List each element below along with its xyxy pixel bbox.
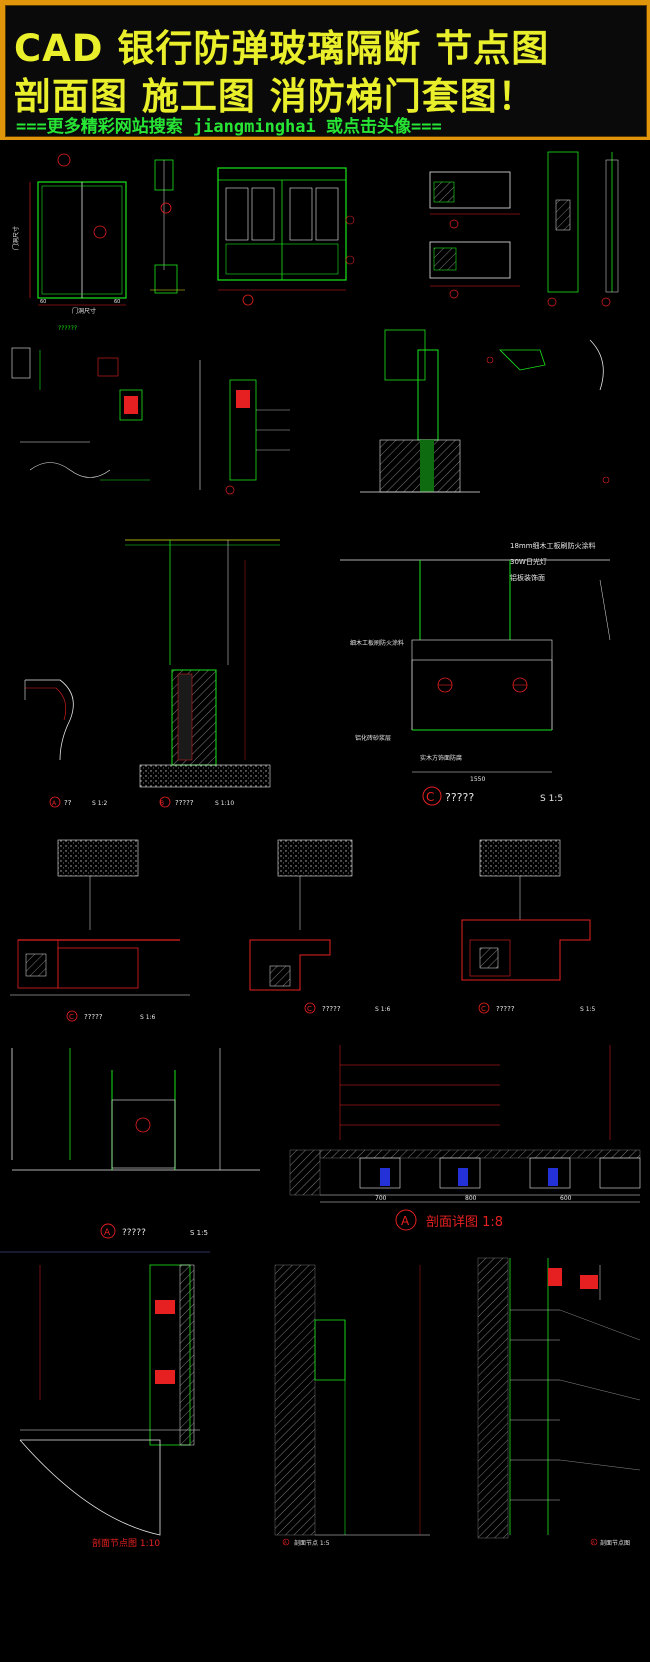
panel-a-scale: S 1:5 — [190, 1229, 208, 1237]
counter-section-left: C ????? S 1:6 — [10, 839, 190, 1022]
counter-right-marker: C — [481, 1005, 486, 1013]
panel-c-elevation: 18mm细木工板刷防火涂料 30W日光灯 铝板装饰面 细木工板刷防火涂料 铝化砖… — [340, 541, 611, 806]
counter-section-mid: C ????? S 1:6 — [249, 839, 391, 1014]
title-banner: CAD 银行防弹玻璃隔断 节点图 剖面图 施工图 消防梯门套图！ ===更多精彩… — [0, 0, 650, 140]
counter-right-title: ????? — [496, 1005, 515, 1013]
counter-mid-scale: S 1:6 — [375, 1006, 391, 1013]
panel-c-note-3: 铝板装饰面 — [510, 573, 545, 582]
bottom-left-title: 剖面节点图 1:10 — [92, 1537, 160, 1549]
panel-c-note-5: 铝化砖砂浆层 — [355, 734, 391, 742]
promo-line: ===更多精彩网站搜索 jiangminghai 或点击头像=== — [16, 117, 442, 137]
counter-right-scale: S 1:5 — [580, 1006, 596, 1013]
section-detail-title: 剖面详图 1:8 — [426, 1215, 503, 1230]
section-dim-3: 600 — [560, 1195, 572, 1202]
detail-b-section: B ????? S 1:10 — [125, 539, 280, 808]
door-width-label: 门洞尺寸 — [72, 307, 96, 315]
bottom-right-marker: A — [592, 1540, 595, 1545]
door-caption: ?????? — [58, 325, 77, 332]
bottom-mid-section: A 剖面节点 1:5 — [274, 1264, 430, 1547]
panel-c-note-4: 细木工板刷防火涂料 — [350, 639, 404, 647]
door-height-label: 门洞尺寸 — [12, 226, 20, 250]
detail-a-scale: S 1:2 — [92, 800, 108, 807]
panel-c-bottom-dim: 1550 — [470, 776, 485, 783]
title-line-2: 剖面图 施工图 消防梯门套图！ — [14, 75, 536, 118]
section-dim-2: 800 — [465, 1195, 477, 1202]
wall-section-detail — [199, 360, 290, 495]
door-dim-2: 60 — [114, 299, 120, 305]
bottom-right-title: 剖面节点图 — [600, 1539, 630, 1547]
counter-left-title: ????? — [84, 1013, 103, 1021]
cabinet-elevation — [217, 167, 355, 306]
hinge-detail — [150, 159, 185, 294]
title-banner-inner: CAD 银行防弹玻璃隔断 节点图 剖面图 施工图 消防梯门套图！ ===更多精彩… — [5, 5, 647, 137]
panel-c-note-2: 30W日光灯 — [510, 557, 547, 566]
section-dim-1: 700 — [375, 1195, 387, 1202]
panel-a-marker: A — [104, 1228, 111, 1238]
door-elevation: 门洞尺寸 门洞尺寸 ?????? 60 60 — [12, 153, 127, 332]
panel-c-scale: S 1:5 — [540, 794, 563, 804]
panel-c-note-1: 18mm细木工板刷防火涂料 — [510, 541, 596, 550]
counter-mid-marker: C — [307, 1005, 312, 1013]
bottom-left-section: 剖面节点图 1:10 — [0, 1251, 210, 1549]
detail-b-title: ????? — [175, 799, 194, 807]
small-details-row2 — [11, 347, 150, 481]
counter-mid-title: ????? — [322, 1005, 341, 1013]
detail-b-marker: B — [160, 800, 164, 807]
bottom-mid-marker: A — [284, 1540, 287, 1545]
panel-c-note-6: 实木方饰面防腐 — [420, 754, 462, 762]
counter-section-right: C ????? S 1:5 — [461, 839, 596, 1014]
detail-a-title: ?? — [64, 799, 72, 807]
panel-a-elevation: A ????? S 1:5 — [11, 1048, 260, 1239]
detail-a-marker: A — [52, 800, 57, 807]
bottom-mid-title: 剖面节点 1:5 — [294, 1539, 330, 1547]
panel-c-title: ????? — [445, 791, 474, 804]
detail-b-scale: S 1:10 — [215, 800, 234, 807]
title-line-1: CAD 银行防弹玻璃隔断 节点图 — [14, 27, 550, 70]
panel-c-marker: C — [426, 790, 434, 804]
section-detail-lights: 700 800 600 A 剖面详图 1:8 — [289, 1045, 641, 1231]
counter-sections-top-right — [429, 151, 619, 307]
detail-a-small: A ?? S 1:2 — [24, 679, 108, 808]
counter-left-scale: S 1:6 — [140, 1014, 156, 1021]
counter-glass-section — [360, 329, 610, 493]
cad-drawing-sheet: 门洞尺寸 门洞尺寸 ?????? 60 60 — [0, 151, 641, 1549]
panel-a-title: ????? — [122, 1228, 146, 1238]
counter-left-marker: C — [69, 1013, 74, 1021]
bottom-right-section: A 剖面节点图 — [477, 1257, 641, 1547]
door-dim-1: 60 — [40, 299, 46, 305]
section-detail-marker: A — [401, 1214, 410, 1228]
